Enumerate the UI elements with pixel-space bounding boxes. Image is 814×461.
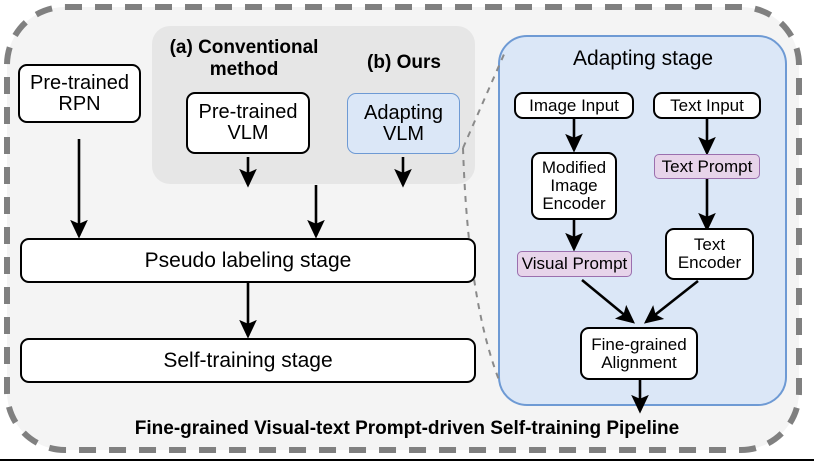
bottom-divider-rule — [0, 459, 814, 461]
node-adapting-vlm[interactable]: Adapting VLM — [347, 93, 460, 154]
arrow-visual-prompt-to-alignment — [581, 278, 636, 324]
node-visual-prompt[interactable]: Visual Prompt — [517, 251, 632, 277]
node-fine-grained-alignment-line1: Fine-grained — [591, 334, 687, 354]
node-modified-image-encoder-line1: Modified — [541, 158, 607, 178]
node-modified-image-encoder[interactable]: Modified Image Encoder — [531, 152, 617, 220]
node-pretrained-vlm-line1: Pre-trained — [198, 101, 298, 124]
node-text-input[interactable]: Text Input — [653, 92, 761, 119]
node-image-input[interactable]: Image Input — [514, 92, 634, 119]
figure-caption: Fine-grained Visual-text Prompt-driven S… — [134, 418, 680, 439]
node-fine-grained-alignment[interactable]: Fine-grained Alignment — [580, 327, 698, 380]
node-pretrained-rpn-line2: RPN — [58, 92, 101, 115]
zoom-connector-bottom — [462, 147, 500, 381]
node-modified-image-encoder-line2: Image — [550, 176, 598, 196]
node-adapting-vlm-line2: VLM — [382, 122, 425, 145]
node-text-encoder-line2: Encoder — [677, 253, 742, 272]
node-text-prompt[interactable]: Text Prompt — [654, 154, 760, 179]
node-pretrained-vlm-line2: VLM — [227, 122, 269, 144]
node-pretrained-rpn-line1: Pre-trained — [30, 71, 129, 94]
node-fine-grained-alignment-line2: Alignment — [601, 352, 677, 372]
group-label-conventional-line1: (a) Conventional — [169, 36, 319, 58]
node-text-encoder-line1: Text — [693, 235, 726, 255]
node-pretrained-rpn[interactable]: Pre-trained RPN — [18, 64, 141, 123]
node-text-encoder[interactable]: Text Encoder — [665, 228, 754, 280]
node-pretrained-vlm[interactable]: Pre-trained VLM — [186, 92, 310, 154]
group-label-ours: (b) Ours — [367, 52, 441, 74]
node-self-training-stage[interactable]: Self-training stage — [20, 338, 476, 383]
group-label-conventional-method: (a) Conventional method — [153, 32, 335, 86]
zoom-connector-top — [462, 51, 506, 149]
node-modified-image-encoder-line3: Encoder — [542, 193, 606, 213]
group-label-conventional-line2: method — [209, 59, 279, 80]
adapting-stage-title: Adapting stage — [572, 47, 714, 71]
arrow-text-encoder-to-alignment — [643, 279, 699, 324]
node-adapting-vlm-line1: Adapting — [364, 101, 443, 124]
node-pseudo-labeling-stage[interactable]: Pseudo labeling stage — [20, 238, 476, 283]
